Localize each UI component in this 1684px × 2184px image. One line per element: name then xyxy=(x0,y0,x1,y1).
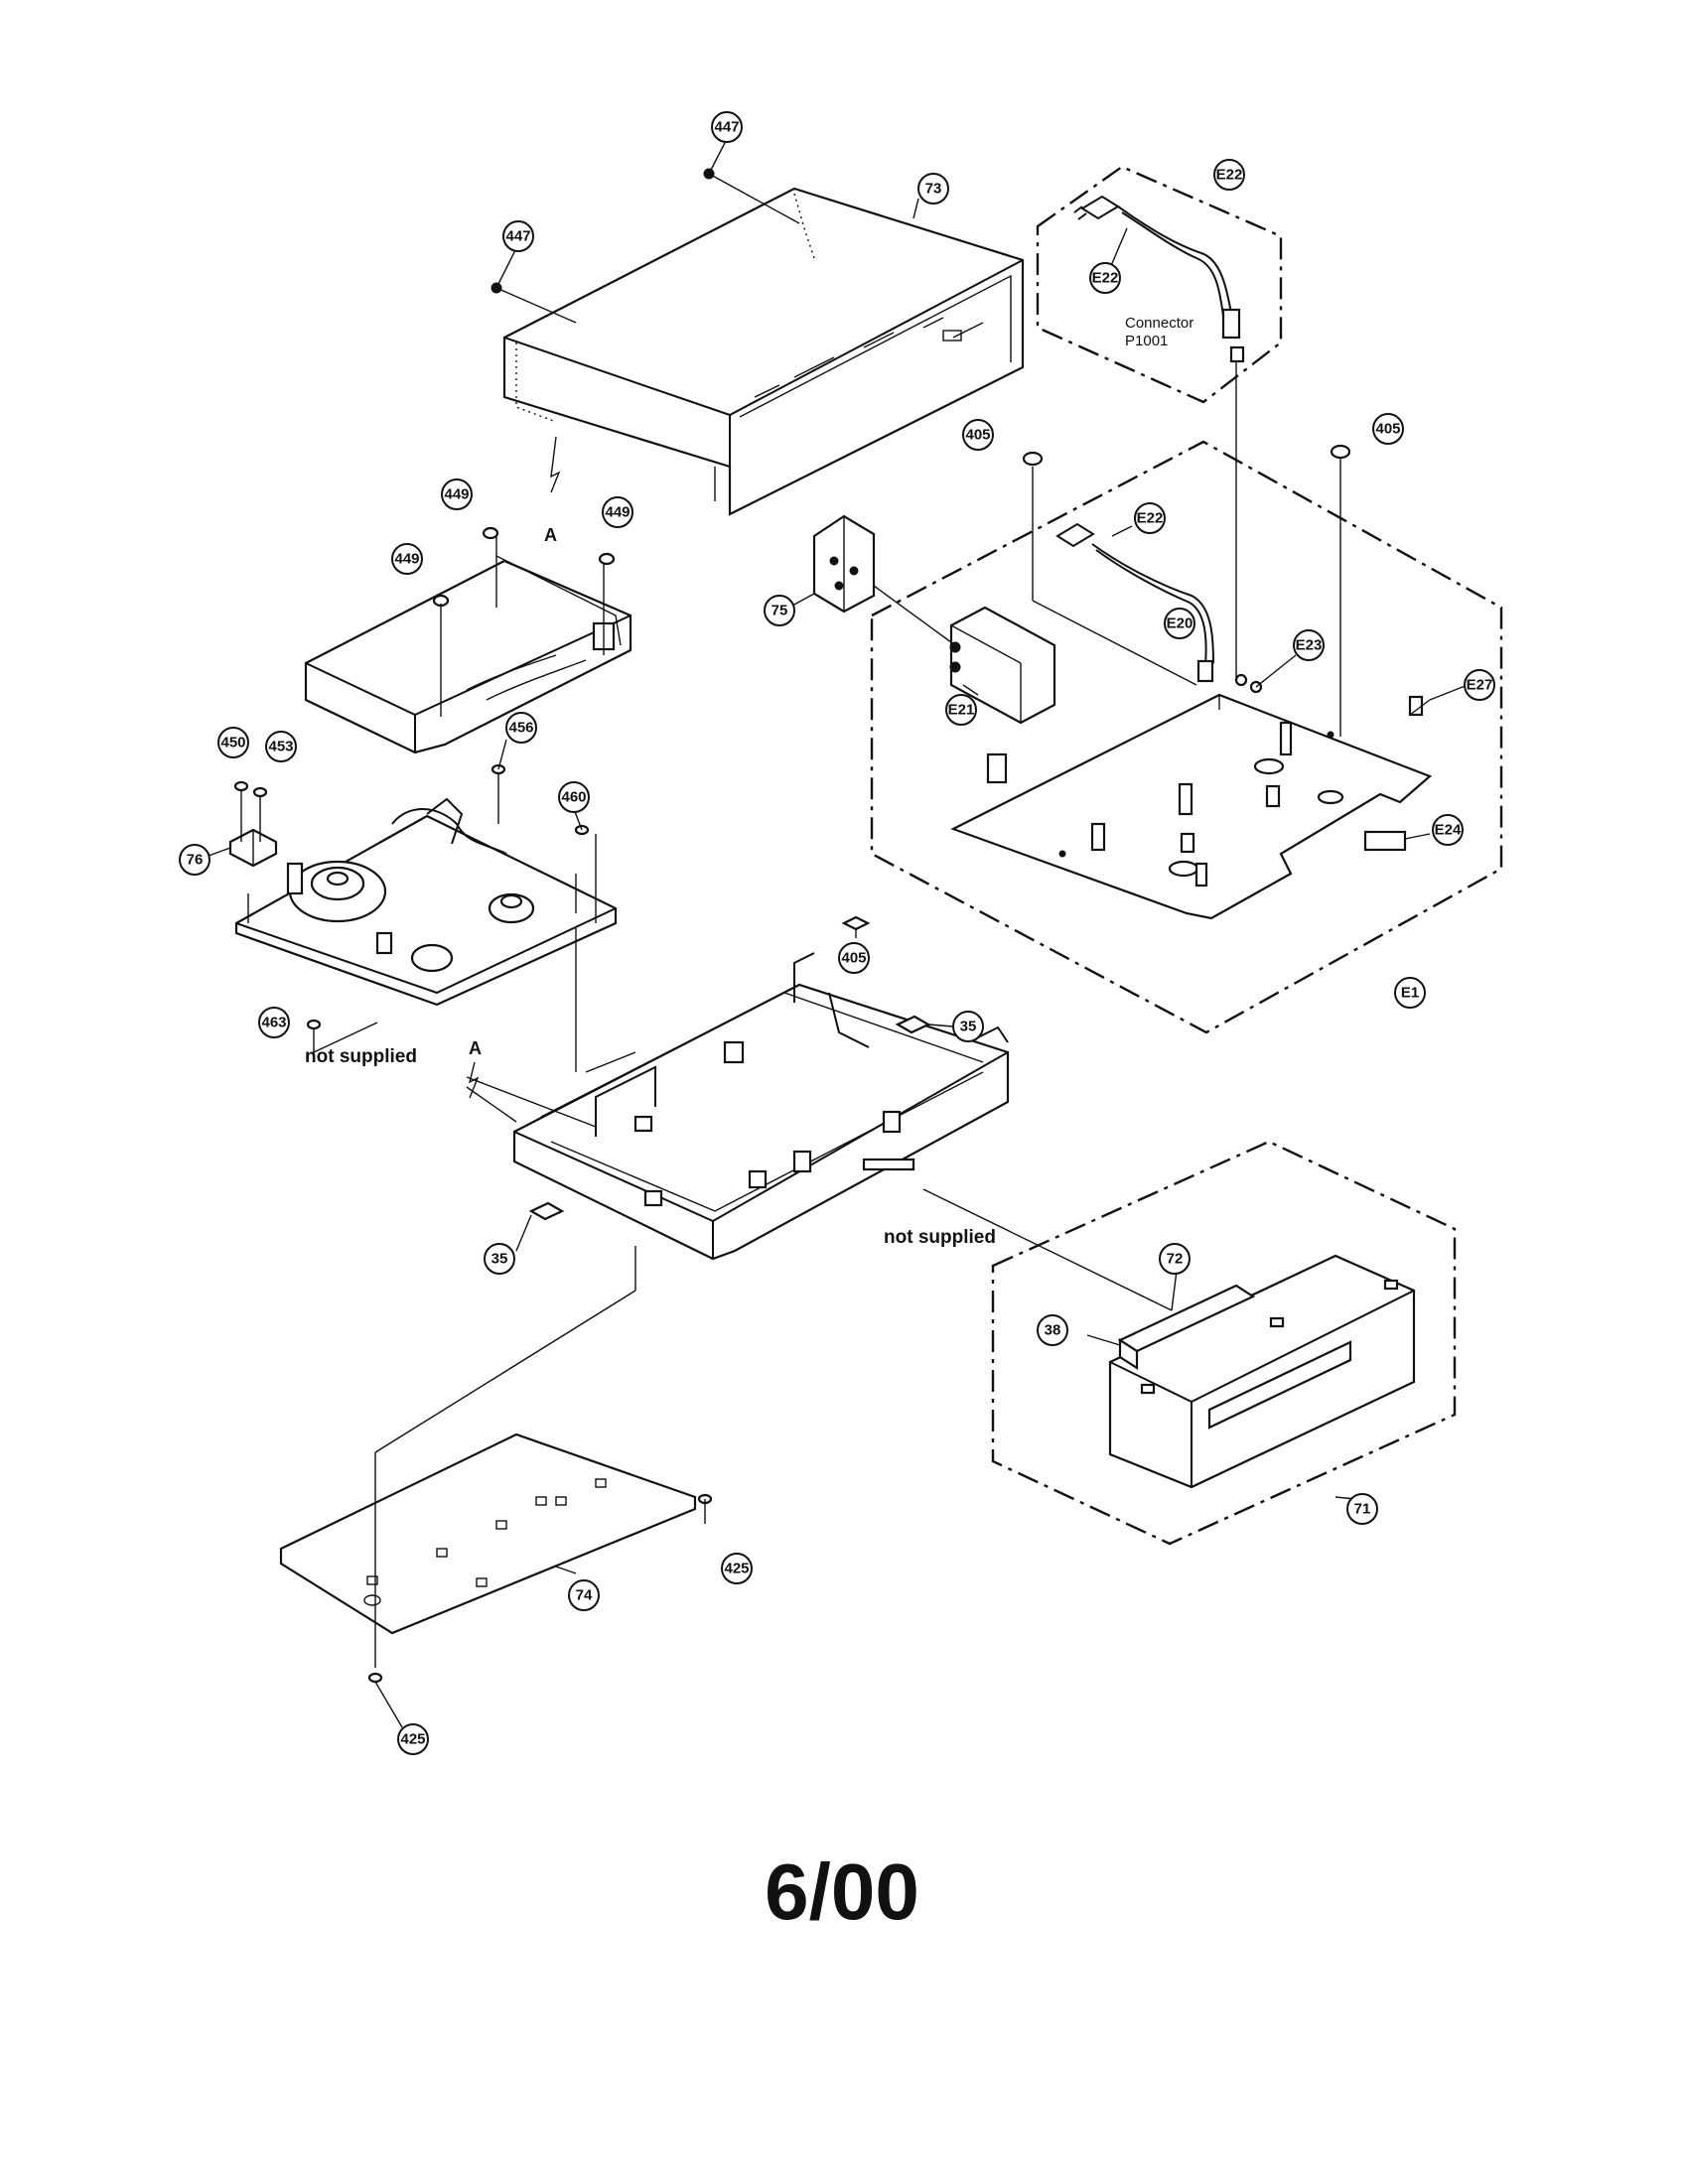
reference-mark-a-lower: A xyxy=(466,1038,517,1123)
svg-text:E22: E22 xyxy=(1137,510,1164,527)
connector-id-label: P1001 xyxy=(1125,333,1168,349)
top-cover xyxy=(502,187,1025,516)
not-supplied-note-2: not supplied xyxy=(884,1227,996,1248)
svg-text:E1: E1 xyxy=(1401,985,1419,1002)
svg-text:E21: E21 xyxy=(948,702,975,719)
screw-405-left xyxy=(1022,451,1044,467)
svg-text:E27: E27 xyxy=(1467,677,1493,694)
not-supplied-note-1: not supplied xyxy=(305,1046,417,1067)
callout-453: 453 xyxy=(265,731,297,762)
callout-71: 71 xyxy=(1334,1493,1378,1525)
svg-text:425: 425 xyxy=(400,1731,425,1748)
svg-text:E24: E24 xyxy=(1435,822,1462,839)
callout-72: 72 xyxy=(1159,1243,1191,1311)
callout-405-left: 405 xyxy=(962,419,994,451)
callout-74: 74 xyxy=(555,1566,600,1611)
svg-text:405: 405 xyxy=(965,427,990,444)
tape-mechanism xyxy=(234,797,618,1007)
callout-e22-plug: E22 xyxy=(1089,227,1128,294)
svg-text:71: 71 xyxy=(1354,1501,1371,1518)
reference-mark-a-upper: A xyxy=(544,436,561,545)
callout-447-left: 447 xyxy=(495,220,534,289)
svg-text:456: 456 xyxy=(508,720,533,737)
main-chassis xyxy=(466,928,1010,1261)
svg-text:463: 463 xyxy=(261,1015,286,1031)
svg-text:425: 425 xyxy=(724,1561,749,1577)
callout-449-top: 449 xyxy=(441,478,473,510)
svg-text:A: A xyxy=(544,525,557,545)
svg-text:E22: E22 xyxy=(1216,167,1243,184)
callout-73: 73 xyxy=(912,173,949,219)
callout-456: 456 xyxy=(497,712,537,770)
svg-text:449: 449 xyxy=(394,551,419,568)
svg-text:447: 447 xyxy=(714,119,739,136)
svg-text:72: 72 xyxy=(1167,1251,1184,1268)
svg-text:73: 73 xyxy=(925,181,942,198)
svg-text:E20: E20 xyxy=(1167,615,1193,632)
callout-405-right: 405 xyxy=(1372,413,1404,445)
callout-e1: E1 xyxy=(1394,977,1426,1009)
front-panel-inset xyxy=(922,1140,1457,1546)
svg-text:447: 447 xyxy=(505,228,530,245)
bottom-plate xyxy=(279,1246,697,1668)
svg-text:450: 450 xyxy=(220,735,245,751)
callout-e22-inset: E22 xyxy=(1213,159,1245,191)
screw-405-right xyxy=(1330,444,1351,460)
callout-425-bottom: 425 xyxy=(374,1681,429,1755)
svg-text:35: 35 xyxy=(960,1019,977,1035)
svg-text:38: 38 xyxy=(1045,1322,1061,1339)
line-cord-inset xyxy=(1036,165,1283,404)
callout-e27: E27 xyxy=(1429,669,1495,701)
callout-449-right: 449 xyxy=(602,496,633,528)
callout-e22-cord: E22 xyxy=(1111,502,1166,537)
cassette-holder xyxy=(304,536,632,754)
svg-text:449: 449 xyxy=(444,486,469,503)
svg-text:A: A xyxy=(469,1038,482,1058)
callout-405-chassis: 405 xyxy=(838,915,871,974)
revision-date: 6/00 xyxy=(765,1847,919,1936)
callout-449-left: 449 xyxy=(391,543,423,575)
callout-425-right: 425 xyxy=(721,1553,753,1584)
connector-label: Connector xyxy=(1125,315,1193,332)
callout-e21: E21 xyxy=(945,684,979,726)
svg-text:35: 35 xyxy=(491,1251,508,1268)
svg-text:E23: E23 xyxy=(1296,637,1323,654)
svg-text:75: 75 xyxy=(772,603,788,619)
callout-463: 463 xyxy=(258,1007,290,1038)
callout-e23: E23 xyxy=(1255,629,1325,688)
svg-text:460: 460 xyxy=(561,789,586,806)
callout-460: 460 xyxy=(558,781,590,831)
callout-76: 76 xyxy=(179,844,231,876)
bracket-75 xyxy=(812,514,956,646)
callout-e20: E20 xyxy=(1164,608,1195,639)
main-pcb-inset xyxy=(870,361,1503,1034)
svg-text:405: 405 xyxy=(841,950,866,967)
callout-e24: E24 xyxy=(1404,814,1464,846)
callout-447-top: 447 xyxy=(708,111,743,175)
screws-449 xyxy=(432,526,616,717)
callout-35-left: 35 xyxy=(484,1214,532,1275)
bracket-76 xyxy=(228,828,278,868)
screws-425 xyxy=(367,1493,713,1684)
callout-450: 450 xyxy=(217,727,249,758)
callout-38: 38 xyxy=(1037,1314,1068,1346)
svg-text:E22: E22 xyxy=(1092,270,1119,287)
callout-75: 75 xyxy=(764,593,815,626)
svg-text:449: 449 xyxy=(605,504,630,521)
svg-text:405: 405 xyxy=(1375,421,1400,438)
callout-35-right: 35 xyxy=(927,1011,984,1042)
svg-text:76: 76 xyxy=(187,852,204,869)
svg-text:453: 453 xyxy=(268,739,293,755)
svg-text:74: 74 xyxy=(576,1587,593,1604)
